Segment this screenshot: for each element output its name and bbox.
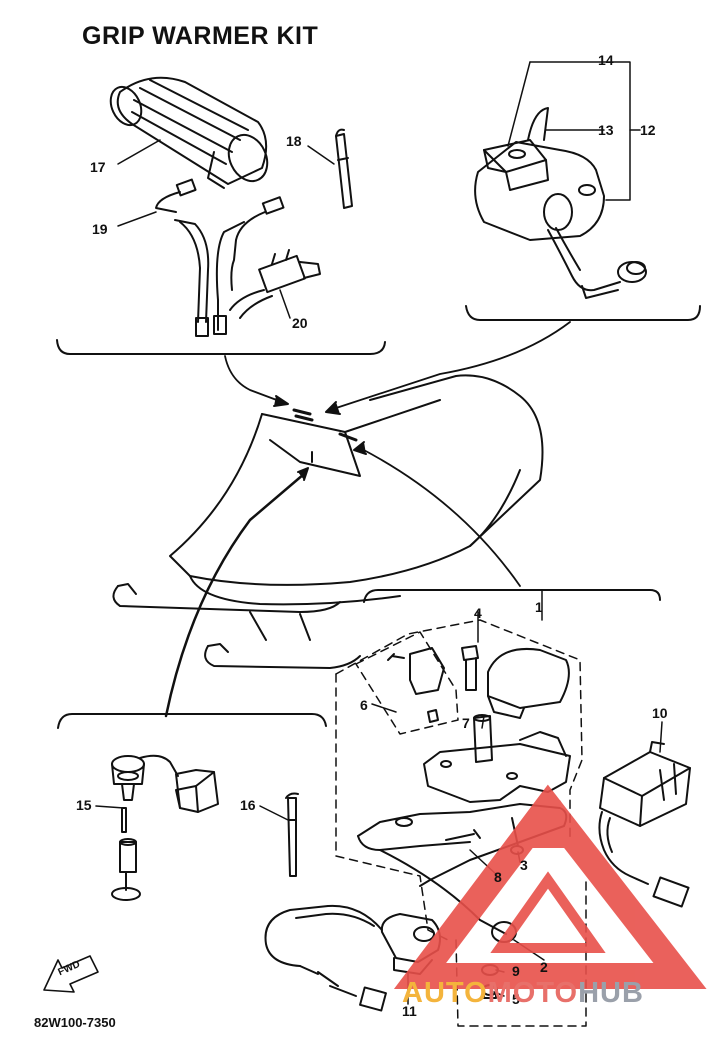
part-number-9: 9 [512, 963, 520, 979]
drawing-code: 82W100-7350 [34, 1015, 116, 1030]
part-number-15: 15 [76, 797, 92, 813]
watermark-part-3: HUB [578, 977, 644, 1009]
part-number-12: 12 [640, 122, 656, 138]
watermark-part-2: MOTO [487, 977, 579, 1009]
part-number-18: 18 [286, 133, 302, 149]
grip-heater-part [109, 76, 269, 189]
part-number-5: 5 [512, 991, 520, 1007]
part-number-19: 19 [92, 221, 108, 237]
part-number-7: 7 [462, 715, 470, 731]
watermark-text: AUTOMOTOHUB [402, 977, 644, 1010]
wire-harness-part [155, 178, 321, 337]
diagram-title: GRIP WARMER KIT [82, 22, 319, 50]
part-number-20: 20 [292, 315, 308, 331]
switch-housing-part [474, 107, 647, 299]
strap-part-16 [285, 792, 299, 877]
strap-part-18 [335, 128, 353, 209]
part-number-4: 4 [474, 605, 482, 621]
part-number-11: 11 [402, 1003, 417, 1019]
part-number-1: 1 [535, 599, 543, 615]
part-number-14: 14 [598, 52, 614, 68]
part-number-2: 2 [540, 959, 548, 975]
watermark-logo [393, 784, 707, 989]
watermark-part-1: AUTO [402, 977, 488, 1009]
fwd-arrow-icon [43, 955, 99, 993]
part-number-16: 16 [240, 797, 256, 813]
part-number-3: 3 [520, 857, 528, 873]
part-number-6: 6 [360, 697, 368, 713]
part-number-10: 10 [652, 705, 668, 721]
heater-connector-part [111, 754, 219, 901]
part-number-17: 17 [90, 159, 106, 175]
part-number-13: 13 [598, 122, 614, 138]
relay-part [598, 741, 691, 908]
part-number-8: 8 [494, 869, 502, 885]
snowmobile-outline [112, 374, 544, 669]
